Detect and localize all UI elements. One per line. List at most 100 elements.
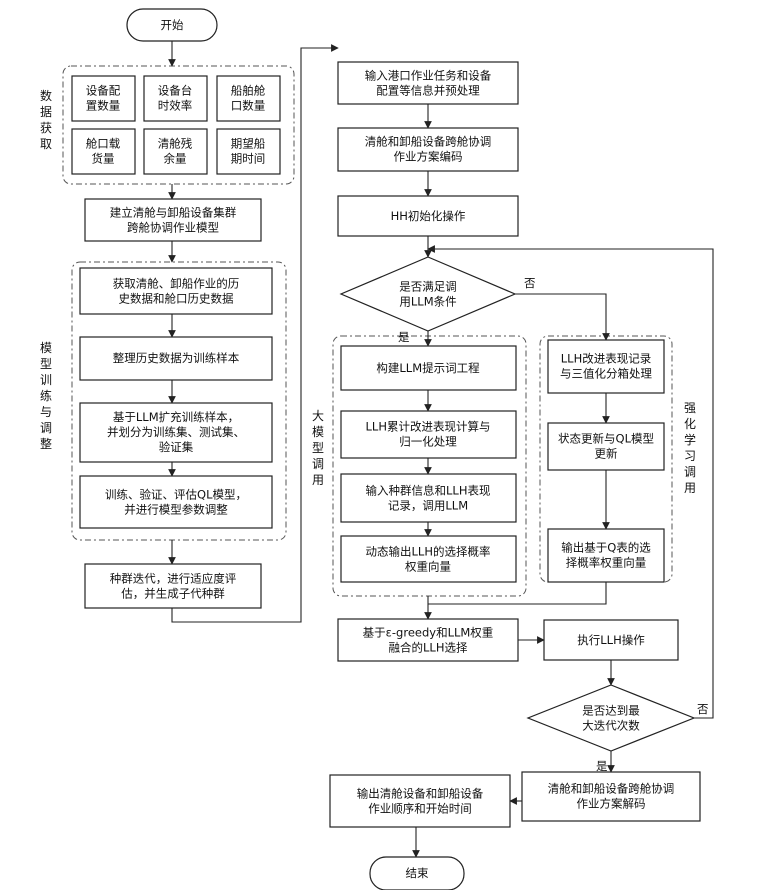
node-line: 船舶舱: [231, 84, 266, 98]
node-line: 输出基于Q表的选: [561, 541, 651, 555]
node-text-data6: 期望船期时间: [231, 137, 266, 166]
node-line: 执行LLH操作: [577, 633, 645, 647]
node-text-hist: 获取清舱、卸船作业的历史数据和舱口历史数据: [113, 277, 240, 306]
side-char: 调: [684, 465, 696, 479]
node-line: 更新: [595, 447, 618, 461]
node-text-start: 开始: [161, 18, 184, 32]
label-llm-call: 大模型调用: [312, 409, 324, 487]
node-line: 期望船: [231, 137, 266, 151]
side-char: 与: [40, 405, 52, 419]
node-line: 记录，调用LLM: [388, 499, 468, 513]
node-line: LLH累计改进表现计算与: [366, 420, 491, 434]
node-line: 开始: [161, 18, 184, 32]
node-line: 基于LLM扩充训练样本，: [113, 410, 239, 424]
node-line: 口数量: [231, 99, 266, 113]
node-line: 货量: [92, 152, 115, 166]
node-line: 是否达到最: [582, 704, 640, 718]
node-line: 清舱和卸船设备跨舱协调: [365, 135, 492, 149]
side-char: 大: [312, 409, 324, 423]
side-char: 取: [40, 137, 52, 151]
side-char: 化: [684, 417, 696, 431]
node-text-rec: LLH改进表现记录与三值化分箱处理: [560, 352, 652, 381]
node-line: 整理历史数据为训练样本: [113, 351, 240, 365]
node-line: 置数量: [86, 99, 121, 113]
node-text-model: 建立清舱与卸船设备集群跨舱协调作业模型: [110, 206, 237, 235]
node-text-data3: 船舶舱口数量: [231, 84, 266, 113]
label-data-acquisition: 数据获取: [40, 88, 52, 151]
node-line: 结束: [406, 866, 429, 880]
node-line: 清舱残: [158, 137, 193, 151]
node-line: 权重向量: [405, 560, 451, 574]
node-line: 用LLM条件: [399, 295, 456, 309]
node-line: 输入港口作业任务和设备: [365, 69, 492, 83]
node-line: 并进行模型参数调整: [124, 503, 228, 517]
node-line: 大迭代次数: [582, 719, 640, 733]
node-text-exec: 执行LLH操作: [577, 633, 645, 647]
side-char: 训: [40, 373, 52, 387]
node-line: 作业方案编码: [394, 150, 463, 164]
side-char: 整: [40, 436, 52, 451]
node-line: HH初始化操作: [391, 209, 466, 223]
node-line: 余量: [164, 152, 187, 166]
node-line: 基于ε-greedy和LLM权重: [363, 626, 494, 640]
node-line: 作业方案解码: [577, 797, 646, 811]
node-line: 清舱和卸船设备跨舱协调: [548, 782, 675, 796]
node-line: 期时间: [231, 152, 266, 166]
node-line: 状态更新与QL模型: [558, 432, 654, 446]
node-line: 配置等信息并预处理: [376, 84, 480, 98]
side-char: 强: [684, 401, 696, 415]
node-line: 设备台: [158, 84, 193, 98]
node-line: 设备配: [86, 84, 121, 98]
side-char: 型: [40, 357, 52, 371]
node-line: 跨舱协调作业模型: [127, 221, 219, 235]
node-text-qout: 输出基于Q表的选择概率权重向量: [561, 541, 651, 570]
node-text-prompt: 构建LLM提示词工程: [376, 361, 480, 375]
edge-cond-rec-no: [515, 294, 606, 340]
node-line: 归一化处理: [399, 435, 457, 449]
node-line: 是否满足调: [399, 280, 457, 294]
node-line: 建立清舱与卸船设备集群: [110, 206, 237, 220]
node-line: 择概率权重向量: [566, 556, 647, 570]
node-text-train: 训练、验证、评估QL模型，并进行模型参数调整: [105, 488, 247, 517]
side-char: 数: [40, 88, 52, 103]
edge-qout-merge: [428, 582, 606, 604]
label-rl-call: 强化学习调用: [684, 401, 696, 495]
edge-label-yes1: 是: [398, 330, 410, 344]
side-char: 习: [684, 449, 696, 463]
node-text-output: 输出清舱设备和卸船设备作业顺序和开始时间: [357, 787, 484, 816]
side-char: 用: [684, 481, 696, 495]
side-char: 用: [312, 473, 324, 487]
side-char: 学: [684, 432, 696, 447]
edge-label-no2: 否: [697, 702, 709, 716]
side-char: 模: [40, 341, 52, 355]
node-text-iterate: 种群迭代，进行适应度评估，并生成子代种群: [110, 572, 237, 601]
node-line: 并划分为训练集、测试集、: [107, 425, 245, 439]
side-char: 获: [40, 121, 52, 135]
node-line: 时效率: [158, 99, 193, 113]
node-line: 动态输出LLH的选择概率: [366, 545, 491, 559]
node-line: 获取清舱、卸船作业的历: [113, 277, 240, 291]
node-line: 输出清舱设备和卸船设备: [357, 787, 484, 801]
node-text-end: 结束: [406, 866, 429, 880]
side-char: 调: [312, 457, 324, 471]
side-char: 调: [40, 421, 52, 435]
node-line: LLH改进表现记录: [561, 352, 651, 366]
node-line: 构建LLM提示词工程: [376, 361, 480, 375]
node-line: 估，并生成子代种群: [121, 587, 225, 601]
node-text-maxiter: 是否达到最大迭代次数: [582, 704, 640, 733]
edge-label-yes2: 是: [596, 759, 608, 773]
node-line: 融合的LLH选择: [389, 641, 468, 655]
node-text-init: HH初始化操作: [391, 209, 466, 223]
node-line: 输入种群信息和LLH表现: [366, 484, 491, 498]
node-text-data2: 设备台时效率: [158, 84, 193, 113]
node-line: 舱口载: [86, 137, 121, 151]
node-text-sample: 整理历史数据为训练样本: [113, 351, 240, 365]
node-line: 史数据和舱口历史数据: [119, 292, 234, 306]
node-text-cond: 是否满足调用LLM条件: [399, 280, 457, 309]
side-char: 练: [40, 388, 52, 403]
node-line: 作业顺序和开始时间: [368, 802, 472, 816]
node-line: 训练、验证、评估QL模型，: [105, 488, 247, 502]
side-char: 型: [312, 441, 324, 455]
edge-label-no1: 否: [524, 276, 536, 290]
node-text-data1: 设备配置数量: [86, 84, 121, 113]
